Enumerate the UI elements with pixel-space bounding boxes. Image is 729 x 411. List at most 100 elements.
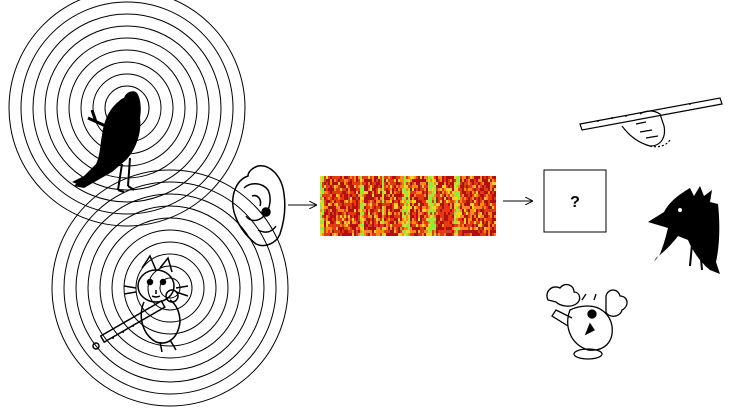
spectrogram-cell <box>414 233 416 236</box>
spectrogram-cell <box>412 176 414 179</box>
spectrogram-cell <box>434 191 436 194</box>
spectrogram-cell <box>440 206 442 209</box>
spectrogram-cell <box>456 224 458 227</box>
spectrogram-cell <box>350 200 352 203</box>
spectrogram-cell <box>486 203 488 206</box>
spectrogram-cell <box>486 182 488 185</box>
spectrogram-cell <box>478 230 480 233</box>
spectrogram-cell <box>470 209 472 212</box>
spectrogram-cell <box>336 221 338 224</box>
spectrogram-cell <box>366 179 368 182</box>
spectrogram-cell <box>442 191 444 194</box>
spectrogram-cell <box>350 224 352 227</box>
spectrogram-cell <box>358 200 360 203</box>
spectrogram-cell <box>426 203 428 206</box>
spectrogram-cell <box>322 224 324 227</box>
spectrogram-cell <box>486 179 488 182</box>
spectrogram-cell <box>334 227 336 230</box>
spectrogram-cell <box>376 182 378 185</box>
spectrogram-cell <box>444 179 446 182</box>
spectrogram-cell <box>486 188 488 191</box>
spectrogram-cell <box>452 200 454 203</box>
spectrogram-cell <box>386 212 388 215</box>
spectrogram-cell <box>392 200 394 203</box>
spectrogram-cell <box>326 179 328 182</box>
spectrogram-cell <box>324 197 326 200</box>
spectrogram-cell <box>358 233 360 236</box>
spectrogram-cell <box>354 233 356 236</box>
spectrogram-cell <box>350 215 352 218</box>
spectrogram-cell <box>484 182 486 185</box>
spectrogram-cell <box>476 218 478 221</box>
spectrogram-cell <box>394 203 396 206</box>
spectrogram-cell <box>438 221 440 224</box>
spectrogram-cell <box>344 209 346 212</box>
spectrogram-cell <box>342 233 344 236</box>
spectrogram-cell <box>464 200 466 203</box>
spectrogram-cell <box>374 191 376 194</box>
spectrogram-cell <box>444 188 446 191</box>
spectrogram-cell <box>368 200 370 203</box>
spectrogram-cell <box>344 188 346 191</box>
spectrogram-cell <box>348 185 350 188</box>
spectrogram-cell <box>416 218 418 221</box>
spectrogram-cell <box>340 197 342 200</box>
spectrogram-cell <box>472 230 474 233</box>
spectrogram-cell <box>478 194 480 197</box>
spectrogram-cell <box>358 188 360 191</box>
spectrogram-cell <box>392 212 394 215</box>
spectrogram-cell <box>446 230 448 233</box>
spectrogram-cell <box>384 227 386 230</box>
spectrogram-cell <box>324 182 326 185</box>
spectrogram-cell <box>350 185 352 188</box>
spectrogram-cell <box>356 209 358 212</box>
spectrogram-cell <box>402 179 404 182</box>
spectrogram-cell <box>462 188 464 191</box>
spectrogram-cell <box>334 176 336 179</box>
spectrogram-cell <box>440 200 442 203</box>
spectrogram-cell <box>366 230 368 233</box>
spectrogram-cell <box>468 233 470 236</box>
spectrogram-cell <box>442 182 444 185</box>
spectrogram-cell <box>452 218 454 221</box>
spectrogram-cell <box>450 218 452 221</box>
spectrogram-cell <box>422 227 424 230</box>
spectrogram-cell <box>380 206 382 209</box>
spectrogram-cell <box>452 188 454 191</box>
spectrogram-cell <box>338 185 340 188</box>
spectrogram-cell <box>450 206 452 209</box>
spectrogram-cell <box>356 188 358 191</box>
spectrogram-cell <box>484 185 486 188</box>
spectrogram-cell <box>488 203 490 206</box>
spectrogram-cell <box>352 227 354 230</box>
spectrogram-cell <box>362 200 364 203</box>
spectrogram-cell <box>434 194 436 197</box>
spectrogram-cell <box>478 215 480 218</box>
spectrogram-cell <box>352 209 354 212</box>
spectrogram-cell <box>392 218 394 221</box>
spectrogram-cell <box>388 215 390 218</box>
spectrogram-cell <box>362 197 364 200</box>
spectrogram-cell <box>434 185 436 188</box>
spectrogram-cell <box>326 200 328 203</box>
spectrogram-cell <box>340 230 342 233</box>
spectrogram-cell <box>492 191 494 194</box>
spectrogram-cell <box>488 218 490 221</box>
spectrogram-cell <box>400 197 402 200</box>
spectrogram-cell <box>336 179 338 182</box>
sound-wave-ring <box>99 217 241 359</box>
spectrogram-cell <box>352 182 354 185</box>
spectrogram-cell <box>450 209 452 212</box>
spectrogram-cell <box>390 212 392 215</box>
spectrogram-cell <box>374 206 376 209</box>
spectrogram-cell <box>400 191 402 194</box>
spectrogram-cell <box>410 212 412 215</box>
spectrogram-cell <box>478 221 480 224</box>
spectrogram-cell <box>350 203 352 206</box>
spectrogram-cell <box>410 233 412 236</box>
spectrogram-cell <box>394 176 396 179</box>
spectrogram-cell <box>388 206 390 209</box>
spectrogram-cell <box>440 233 442 236</box>
spectrogram-cell <box>370 227 372 230</box>
spectrogram-cell <box>470 197 472 200</box>
